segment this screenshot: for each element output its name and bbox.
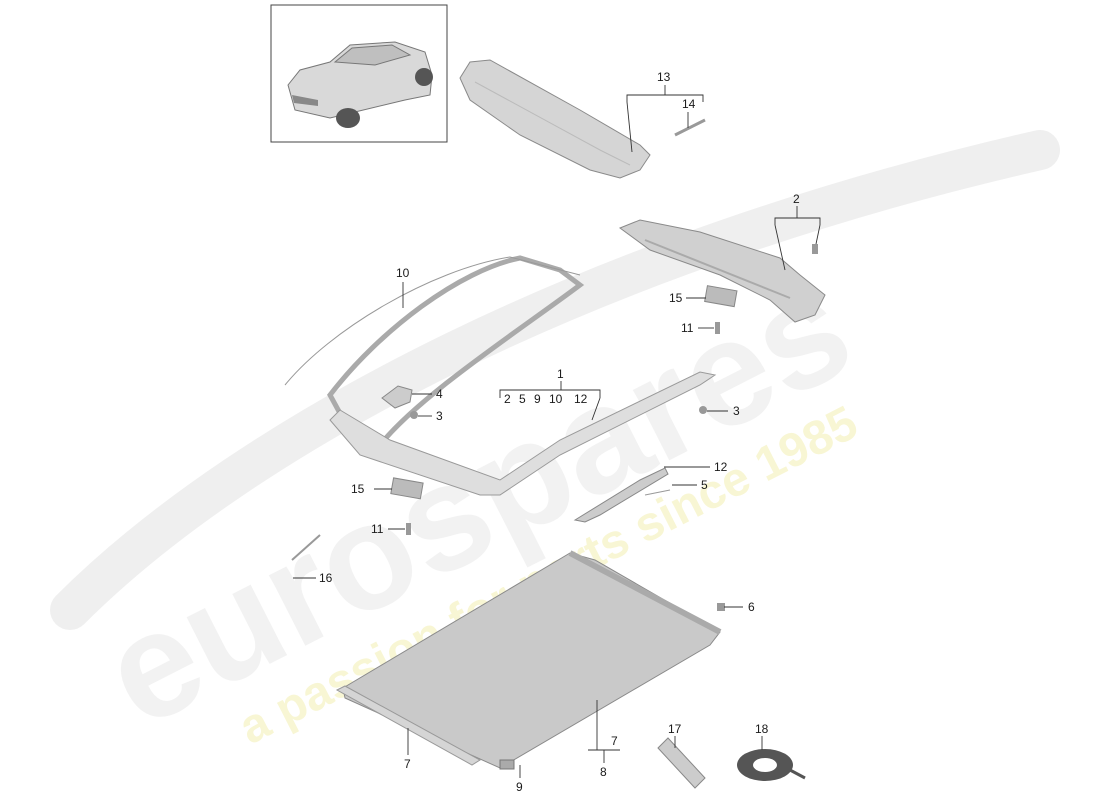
part-14-pin (674, 118, 706, 137)
callout-1-sub-2: 2 (504, 392, 511, 406)
callout-9: 9 (516, 780, 523, 794)
part-6-pin (717, 603, 725, 611)
callout-3-left: 3 (436, 409, 443, 423)
callout-6: 6 (748, 600, 755, 614)
part-7-strip (335, 685, 481, 766)
callout-12: 12 (714, 460, 728, 474)
callout-8: 8 (600, 765, 607, 779)
part-12-rail (573, 467, 669, 523)
callout-11-lower: 11 (371, 522, 384, 536)
callout-10: 10 (396, 266, 410, 280)
callout-1-sub-10: 10 (549, 392, 563, 406)
part-11-screw-lower (406, 523, 411, 535)
part-11-screw-upper (715, 322, 720, 334)
vehicle-thumbnail (270, 4, 448, 143)
callout-15-lower: 15 (351, 482, 365, 496)
leader-lines (293, 85, 821, 778)
callout-7-left: 7 (404, 757, 411, 771)
callout-1: 1 (557, 367, 564, 381)
part-10-frame (284, 255, 717, 496)
part-4-bracket (381, 385, 413, 409)
callout-15-upper: 15 (669, 291, 683, 305)
callout-5: 5 (701, 478, 708, 492)
part-13-deflector (459, 59, 651, 179)
part-2-bolt (812, 244, 818, 254)
part-5-cable (644, 489, 671, 496)
watermark-swoosh (50, 130, 1060, 630)
part-15-motor-upper (704, 285, 738, 308)
callout-17: 17 (668, 722, 682, 736)
callout-1-sub-5: 5 (519, 392, 526, 406)
callout-2: 2 (793, 192, 800, 206)
part-15-motor-lower (390, 477, 424, 500)
callout-18: 18 (755, 722, 769, 736)
part-3-clip-right (699, 406, 707, 414)
callout-14: 14 (682, 97, 696, 111)
callout-1-sub-12: 12 (574, 392, 588, 406)
callout-labels: 13 14 2 15 11 10 1 2 5 9 10 12 4 3 3 12 … (319, 70, 800, 794)
part-17-tube (657, 737, 706, 789)
callout-13: 13 (657, 70, 671, 84)
part-8-roller-blind (342, 550, 722, 769)
callout-11-upper: 11 (681, 321, 694, 335)
callout-16: 16 (319, 571, 333, 585)
part-18-tape-roll (737, 749, 806, 781)
part-3-clip-left (410, 411, 418, 419)
part-2-crossmember (618, 219, 826, 323)
callout-3-right: 3 (733, 404, 740, 418)
callout-7-right: 7 (611, 734, 618, 748)
callout-4: 4 (436, 387, 443, 401)
part-16-hose (291, 534, 321, 561)
part-9-clip (499, 759, 515, 770)
callout-1-sub-9: 9 (534, 392, 541, 406)
car-icon (287, 41, 433, 128)
